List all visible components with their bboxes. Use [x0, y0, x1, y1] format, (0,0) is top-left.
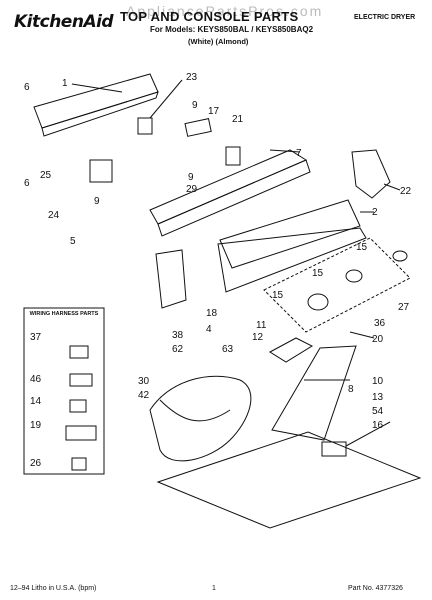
- footer-litho: 12–94 Litho in U.S.A. (bpm): [10, 585, 97, 592]
- callout-9-left: 9: [94, 196, 100, 207]
- callout-46: 46: [30, 374, 42, 385]
- terminal-block-17: [184, 118, 212, 137]
- callout-62: 62: [172, 344, 184, 355]
- harness-wire: [159, 399, 231, 422]
- console-face-2: [217, 227, 367, 293]
- callout-8: 8: [348, 384, 354, 395]
- harness-part-46: [69, 373, 93, 387]
- harness-part-26: [71, 457, 87, 471]
- callout-16: 16: [372, 420, 384, 431]
- brand-logo: KitchenAid: [14, 12, 114, 32]
- callout-10: 10: [372, 376, 384, 387]
- callout-42: 42: [138, 390, 150, 401]
- end-cap-4: [155, 249, 187, 309]
- color-variants: (White) (Almond): [188, 37, 249, 46]
- harness-legend-title: WIRING HARNESS PARTS: [29, 311, 99, 317]
- callout-26: 26: [30, 458, 42, 469]
- callout-6-top: 6: [24, 82, 30, 93]
- callout-2: 2: [372, 207, 378, 218]
- callout-20: 20: [372, 334, 384, 345]
- product-type: ELECTRIC DRYER: [354, 14, 416, 21]
- harness-part-14: [69, 399, 87, 413]
- callout-4: 4: [206, 324, 212, 335]
- knob-15b: [345, 269, 363, 283]
- callout-15-c: 15: [272, 290, 284, 301]
- callout-9-mid: 9: [188, 172, 194, 183]
- callout-7: 7: [296, 148, 302, 159]
- watermark: AppliancePartsPros.com: [126, 3, 324, 19]
- part-number: Part No. 4377326: [348, 585, 403, 592]
- callout-25: 25: [40, 170, 52, 181]
- callout-38: 38: [172, 330, 184, 341]
- knob-group-27: [263, 237, 411, 333]
- door-panel-10: [271, 345, 357, 441]
- callout-13: 13: [372, 392, 384, 403]
- leader-23: [149, 79, 183, 119]
- callout-6-bottom: 6: [24, 178, 30, 189]
- callout-27: 27: [398, 302, 410, 313]
- model-numbers: For Models: KEYS850BAL / KEYS850BAQ2: [150, 25, 314, 34]
- switch-21: [225, 146, 241, 166]
- harness-legend-box: [23, 307, 105, 475]
- callout-1: 1: [62, 78, 68, 89]
- control-panel-bar-edge: [157, 159, 311, 237]
- callout-15-b: 15: [312, 268, 324, 279]
- callout-24: 24: [48, 210, 60, 221]
- callout-17: 17: [208, 106, 220, 117]
- callout-12: 12: [252, 332, 264, 343]
- callout-9-top: 9: [192, 100, 198, 111]
- knob-15c: [307, 293, 329, 311]
- callout-54: 54: [372, 406, 384, 417]
- callout-15-a: 15: [356, 242, 368, 253]
- control-panel-bar: [149, 149, 308, 225]
- callout-5: 5: [70, 236, 76, 247]
- switch-plate-11: [269, 337, 314, 363]
- callout-11: 11: [256, 320, 267, 331]
- lint-filter-16: [321, 441, 347, 457]
- console-2: [219, 199, 361, 269]
- page-number: 1: [212, 585, 216, 592]
- callout-18: 18: [206, 308, 218, 319]
- bracket-23: [137, 117, 153, 135]
- callout-36: 36: [374, 318, 386, 329]
- page-title: TOP AND CONSOLE PARTS: [120, 9, 299, 24]
- callout-29: 29: [186, 184, 198, 195]
- knob-15a: [392, 250, 408, 262]
- callout-22: 22: [400, 186, 412, 197]
- leader-20: [349, 331, 375, 339]
- leader-7: [269, 149, 301, 153]
- callout-19: 19: [30, 420, 42, 431]
- callout-63: 63: [222, 344, 234, 355]
- callout-30: 30: [138, 376, 150, 387]
- console-back-panel: [33, 73, 159, 129]
- wiring-harness: [149, 375, 252, 462]
- callout-14: 14: [30, 396, 42, 407]
- leader-22: [383, 183, 401, 191]
- top-panel: [156, 431, 422, 529]
- callout-23: 23: [186, 72, 198, 83]
- leader-1: [71, 83, 123, 93]
- console-back-panel-edge: [41, 91, 159, 137]
- end-cap-22: [351, 149, 391, 199]
- leader-16: [345, 421, 391, 447]
- harness-part-19: [65, 425, 97, 441]
- harness-part-37: [69, 345, 89, 359]
- callout-37: 37: [30, 332, 42, 343]
- callout-21: 21: [232, 114, 244, 125]
- timer-25: [89, 159, 113, 183]
